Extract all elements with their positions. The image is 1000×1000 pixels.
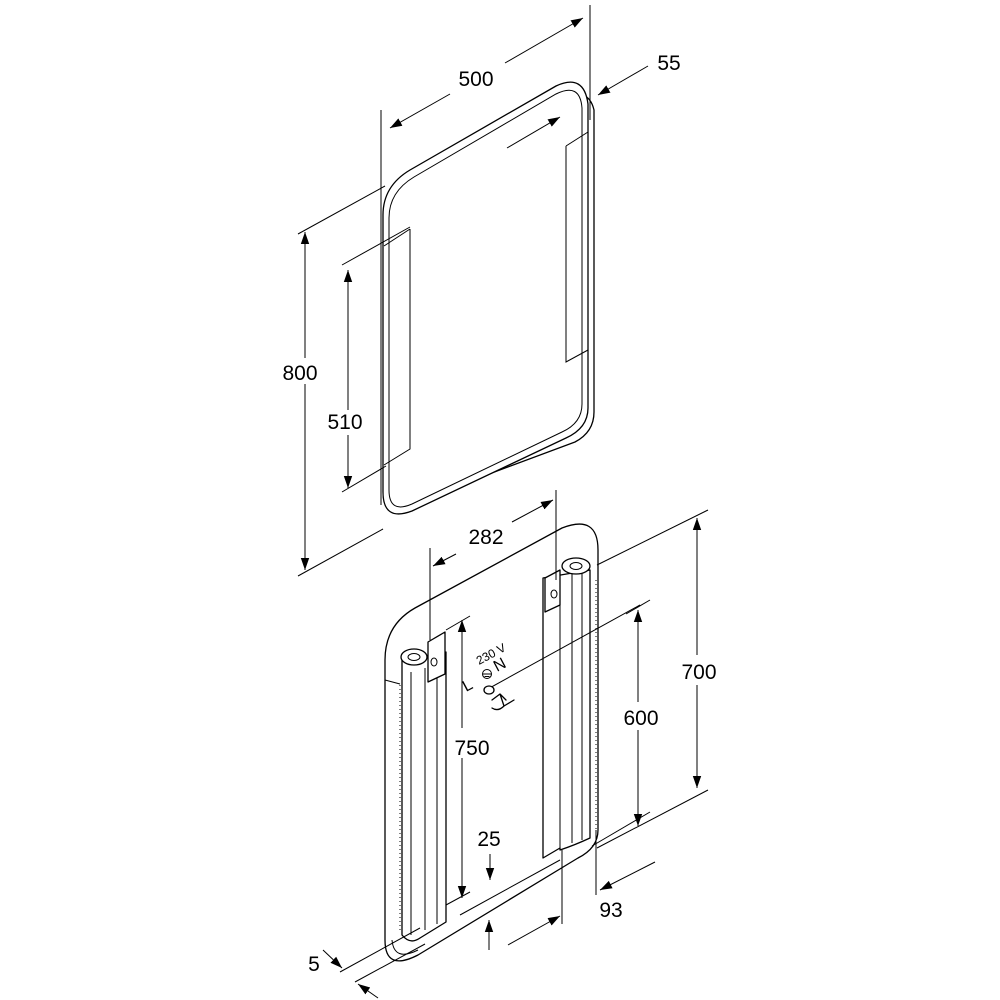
mirror-back-view <box>384 523 599 962</box>
label-600: 600 <box>623 707 658 730</box>
left-rail-hole <box>407 653 421 661</box>
right-mounting-rail <box>542 569 591 859</box>
left-mounting-rail <box>401 651 447 942</box>
label-93: 93 <box>599 899 622 922</box>
power-cable-icon <box>483 604 641 711</box>
back-plate-edge <box>384 679 401 685</box>
label-750: 750 <box>454 737 489 760</box>
left-rail-cap <box>400 648 428 666</box>
dimension-arrow <box>597 65 649 96</box>
right-bracket-hole <box>550 589 558 599</box>
extension-line <box>596 789 709 849</box>
dim-bracket-spacing: 282 <box>429 490 557 640</box>
ground-symbol-icon <box>482 669 492 679</box>
dimension-arrow <box>599 861 656 891</box>
extension-line <box>591 811 651 847</box>
label-55: 55 <box>657 52 680 75</box>
label-500: 500 <box>458 68 493 91</box>
dim-bracket-length: 600 <box>591 599 659 847</box>
mirror-panel <box>382 81 595 515</box>
extension-line <box>341 465 387 493</box>
label-510: 510 <box>327 411 362 434</box>
right-light-strip <box>565 146 589 363</box>
extension-line <box>354 943 426 983</box>
dimension-arrow <box>504 17 584 64</box>
label-25: 25 <box>477 828 500 851</box>
dim-mirror-width: 500 <box>380 5 591 505</box>
dimension-arrow <box>322 949 343 969</box>
dim-offset-5: 5 <box>308 927 426 999</box>
dimension-arrow <box>357 983 379 999</box>
extension-line <box>625 599 651 615</box>
dim-offset-93: 93 <box>507 830 656 946</box>
left-light-strip <box>383 229 411 466</box>
right-bracket <box>544 569 561 613</box>
extension-line <box>341 226 411 266</box>
dim-offset-25: 25 <box>459 828 561 950</box>
dimension-arrow <box>506 116 561 149</box>
mirror-front-face <box>382 81 589 515</box>
dim-mount-height: 700 <box>596 509 717 849</box>
extension-line <box>297 528 384 577</box>
mirror-inner-border <box>388 89 583 508</box>
label-800: 800 <box>282 362 317 385</box>
dimension-arrow <box>432 553 457 567</box>
label-5: 5 <box>308 953 320 976</box>
right-rail-cap <box>561 557 591 575</box>
extension-line <box>459 859 561 916</box>
dimension-arrow <box>389 93 451 129</box>
label-282: 282 <box>468 526 503 549</box>
dim-mirror-depth: 55 <box>597 52 681 96</box>
extension-line <box>297 185 386 235</box>
dimension-arrow <box>511 499 554 523</box>
label-700: 700 <box>681 661 716 684</box>
dim-light-length: 510 <box>327 116 561 493</box>
dimension-arrow <box>507 915 561 946</box>
left-bracket <box>427 631 446 683</box>
right-light-strip-top <box>565 131 589 147</box>
left-light-strip-top <box>383 228 411 247</box>
extension-line <box>339 927 421 973</box>
dim-mirror-height: 800 <box>282 185 386 577</box>
left-bracket-hole <box>430 657 438 667</box>
right-rail-hole <box>569 562 583 570</box>
extension-line <box>596 509 709 566</box>
dim-rail-length: 750 <box>445 615 490 906</box>
